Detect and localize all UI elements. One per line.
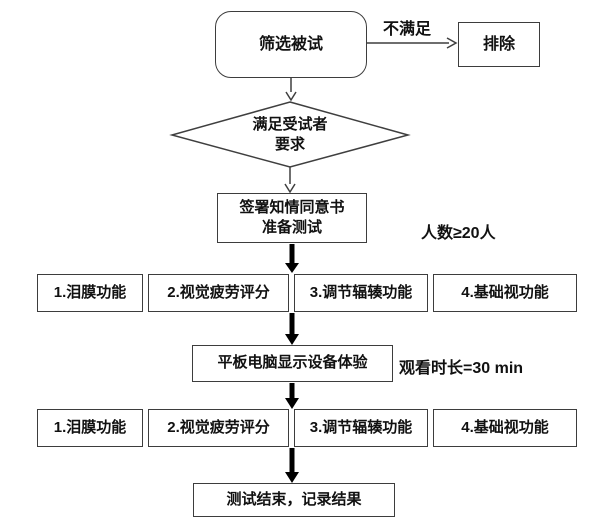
node-screen-subjects: 筛选被试 (215, 11, 367, 78)
note-participant-count: 人数≥20人 (421, 225, 496, 242)
arrow-not-satisfied-icon (367, 37, 458, 49)
node-screen-subjects-label: 筛选被试 (258, 35, 323, 53)
pre-test-item-4: 4.基础视功能 (433, 274, 577, 312)
post-test-item-3-label: 3.调节辐辏功能 (309, 418, 413, 436)
branch-label-not-satisfied: 不满足 (383, 21, 432, 38)
post-test-item-4-label: 4.基础视功能 (461, 418, 549, 436)
post-test-item-1-label: 1.泪膜功能 (53, 418, 127, 436)
node-test-end-label: 测试结束，记录结果 (226, 490, 362, 508)
node-test-end: 测试结束，记录结果 (193, 483, 395, 517)
note-viewing-duration: 观看时长=30 min (399, 360, 524, 377)
node-tablet-experience: 平板电脑显示设备体验 (192, 345, 393, 382)
node-tablet-experience-label: 平板电脑显示设备体验 (217, 354, 368, 372)
decision-line2: 要求 (274, 135, 305, 153)
arrow-experience-to-posttests-icon (285, 383, 299, 409)
pre-test-item-1-label: 1.泪膜功能 (53, 283, 127, 301)
pre-test-item-3: 3.调节辐辏功能 (294, 274, 428, 312)
arrow-pretests-to-experience-icon (285, 313, 299, 345)
node-sign-consent-line1: 签署知情同意书 (239, 198, 345, 216)
pre-test-item-1: 1.泪膜功能 (37, 274, 143, 312)
pre-test-item-3-label: 3.调节辐辏功能 (309, 283, 413, 301)
post-test-item-2-label: 2.视觉疲劳评分 (167, 418, 270, 436)
arrow-start-to-decision-icon (285, 78, 297, 102)
arrow-consent-to-pretests-icon (285, 244, 299, 273)
node-exclude: 排除 (458, 22, 540, 67)
decision-meet-requirements: 满足受试者 要求 (205, 107, 375, 162)
pre-test-item-4-label: 4.基础视功能 (461, 283, 549, 301)
post-test-item-4: 4.基础视功能 (433, 409, 577, 447)
pre-test-item-2-label: 2.视觉疲劳评分 (167, 283, 270, 301)
arrow-posttests-to-end-icon (285, 448, 299, 483)
post-test-item-3: 3.调节辐辏功能 (294, 409, 428, 447)
post-test-item-1: 1.泪膜功能 (37, 409, 143, 447)
arrow-decision-to-consent-icon (284, 167, 296, 194)
pre-test-item-2: 2.视觉疲劳评分 (148, 274, 289, 312)
node-sign-consent: 签署知情同意书 准备测试 (217, 193, 367, 243)
node-exclude-label: 排除 (482, 35, 515, 53)
decision-line1: 满足受试者 (252, 116, 328, 133)
node-sign-consent-line2: 准备测试 (261, 219, 322, 236)
post-test-item-2: 2.视觉疲劳评分 (148, 409, 289, 447)
